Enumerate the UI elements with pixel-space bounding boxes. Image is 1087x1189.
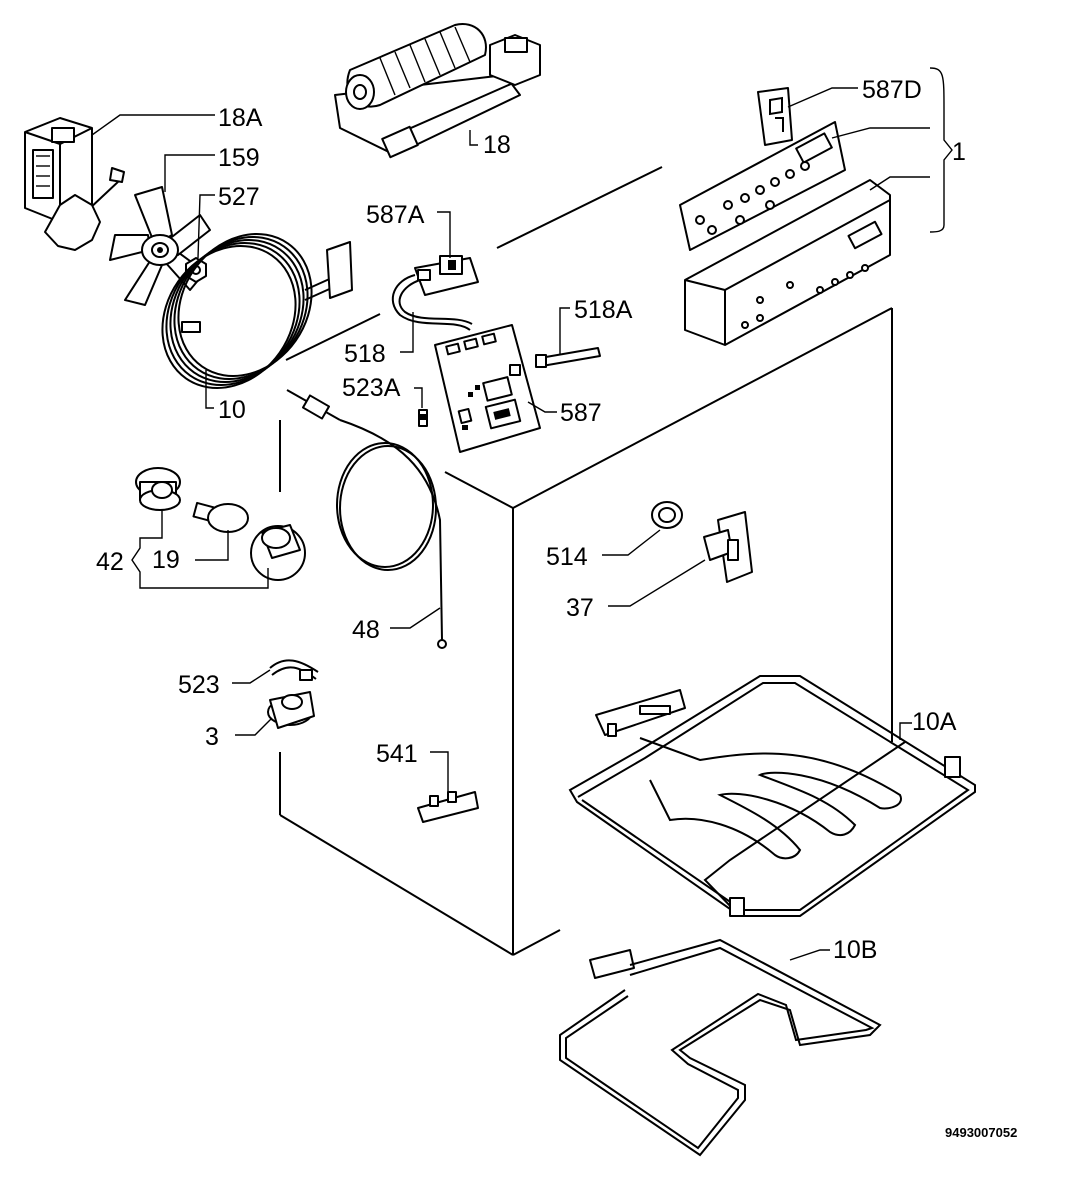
callout-labels: 18A 18 159 527 10 587A 518 523A 518A 587… <box>96 76 966 964</box>
door-switch-part <box>703 511 753 583</box>
label-587d: 587D <box>862 76 922 104</box>
wire-518a-part <box>535 347 601 368</box>
oven-cabinet-outline <box>279 166 893 956</box>
label-10b: 10B <box>833 936 877 964</box>
label-159: 159 <box>218 144 260 172</box>
label-541: 541 <box>376 740 418 768</box>
label-523a: 523A <box>342 374 401 402</box>
main-pcb-part <box>434 324 541 453</box>
label-42: 42 <box>96 548 124 576</box>
leader-lines <box>91 67 953 961</box>
thermostat-part <box>267 691 315 729</box>
label-48: 48 <box>352 616 380 644</box>
thermostat-clip-part <box>269 659 319 681</box>
circular-heating-element-part <box>161 233 353 389</box>
label-18a: 18A <box>218 104 263 132</box>
label-18: 18 <box>483 131 511 159</box>
fan-blade-part <box>109 186 211 306</box>
terminal-block-part <box>417 791 479 823</box>
cooling-fan-part <box>334 23 541 159</box>
label-19: 19 <box>152 546 180 574</box>
ribbon-cable-part <box>391 274 473 331</box>
label-3: 3 <box>205 723 219 751</box>
label-587: 587 <box>560 399 602 427</box>
label-518: 518 <box>344 340 386 368</box>
label-518a: 518A <box>574 296 633 324</box>
temperature-probe-part <box>286 389 447 649</box>
document-number: 9493007052 <box>945 1125 1017 1140</box>
label-527: 527 <box>218 183 260 211</box>
fan-motor-part <box>24 117 125 251</box>
display-module-part <box>757 87 793 146</box>
bottom-element-part <box>559 938 882 1157</box>
grill-element-part <box>568 675 976 917</box>
label-514: 514 <box>546 543 588 571</box>
lamp-holder-part <box>135 467 181 511</box>
label-10a: 10A <box>912 708 957 736</box>
lamp-cover-part <box>250 524 306 581</box>
label-10: 10 <box>218 396 246 424</box>
label-37: 37 <box>566 594 594 622</box>
control-panel-pcb-part <box>679 121 846 251</box>
label-523: 523 <box>178 671 220 699</box>
sensor-523a-part <box>418 409 428 427</box>
connector-board-587a-part <box>414 255 479 296</box>
control-panel-fascia-part <box>684 179 891 346</box>
lamp-bulb-part <box>192 501 249 533</box>
lamp-socket-part <box>651 501 683 529</box>
label-587a: 587A <box>366 201 425 229</box>
label-1: 1 <box>952 138 966 166</box>
